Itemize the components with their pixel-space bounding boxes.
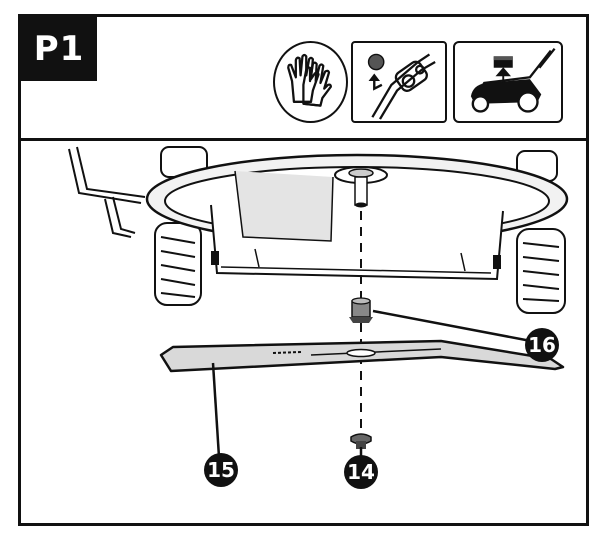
callout-bolt: 14 <box>344 455 378 489</box>
blade-bolt <box>350 433 372 449</box>
header-panel: P1 <box>21 17 586 141</box>
disconnect-battery-icon <box>453 41 563 123</box>
mower-blade <box>159 339 565 373</box>
callout-adapter: 16 <box>525 328 559 362</box>
step-badge: P1 <box>21 17 97 81</box>
callout-blade: 15 <box>204 453 238 487</box>
rear-wheel-left <box>154 222 202 306</box>
gloves-icon <box>273 41 348 123</box>
blade-assembly-diagram: 16 15 14 <box>21 141 586 523</box>
remove-safety-key-icon <box>351 41 447 123</box>
rear-wheel-right <box>516 228 566 314</box>
instruction-frame: P1 <box>18 14 589 526</box>
blade-adapter <box>349 297 373 323</box>
